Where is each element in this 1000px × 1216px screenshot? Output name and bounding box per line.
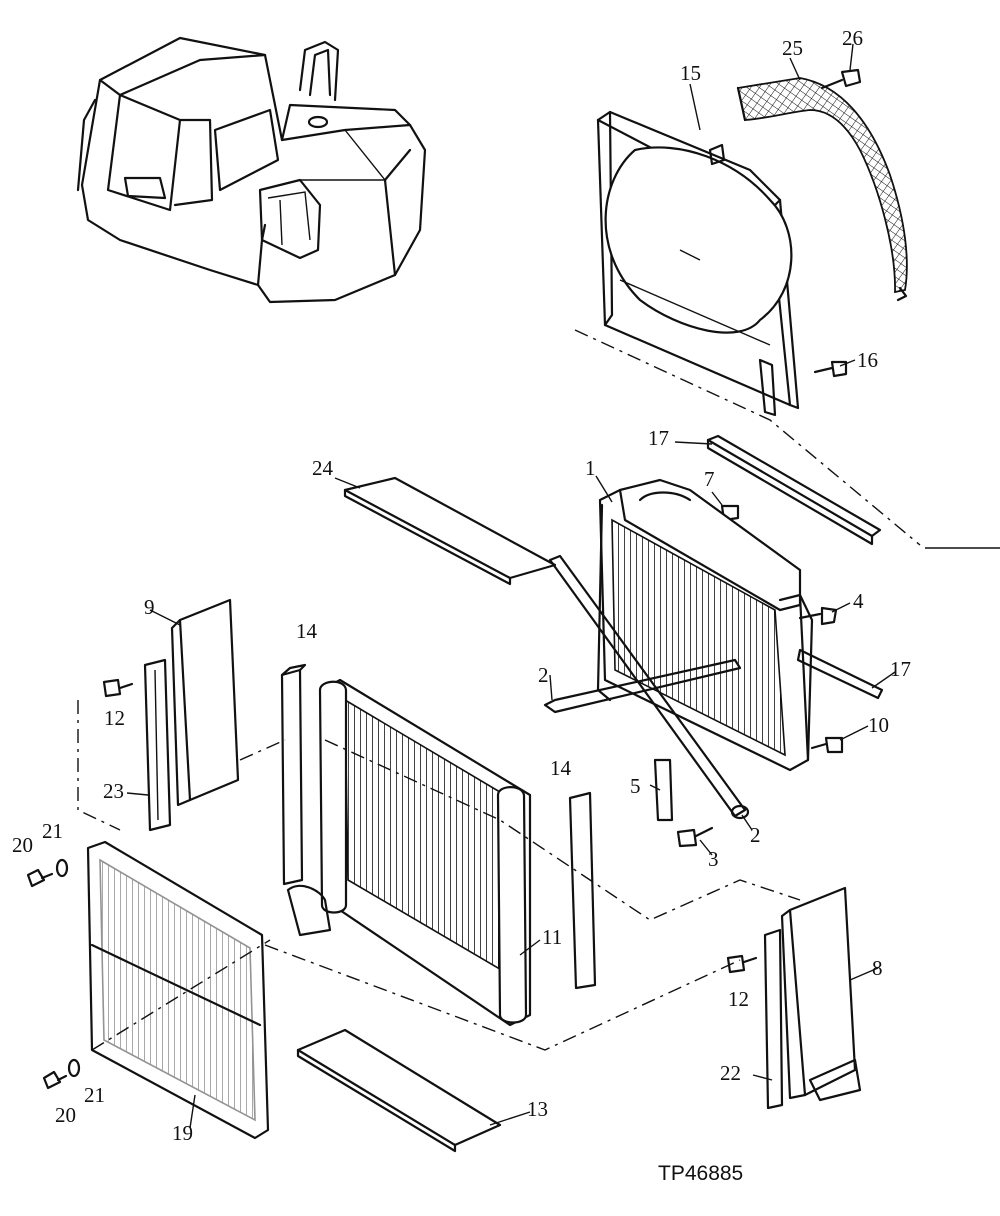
small-hardware-drawing: [26, 678, 758, 1090]
callout-7: 7: [704, 467, 715, 491]
callout-26: 26: [842, 26, 863, 50]
seal-plate-24-drawing: [343, 476, 557, 586]
callout-labels: 1 2 2 3 4 5 7 8 9 10 11 12 12 13 14 14 1…: [12, 26, 911, 1145]
foam-block-right-drawing: [568, 791, 597, 990]
callout-leaders: [126, 43, 1000, 1129]
callout-4: 4: [853, 589, 864, 613]
callout-2-left: 2: [538, 663, 549, 687]
callout-14-right: 14: [550, 756, 572, 780]
callout-12-right: 12: [728, 987, 749, 1011]
callout-2-lower: 2: [750, 823, 761, 847]
oil-cooler-drawing: [286, 678, 532, 1027]
callout-20-lower: 20: [55, 1103, 76, 1127]
callout-8: 8: [872, 956, 883, 980]
callout-15: 15: [680, 61, 701, 85]
radiator-drawing: [596, 478, 814, 772]
assembly-leader-lines: [77, 700, 801, 1051]
callout-10: 10: [868, 713, 889, 737]
callout-3: 3: [708, 847, 719, 871]
callout-1: 1: [585, 456, 596, 480]
callout-5: 5: [630, 774, 641, 798]
callout-21-lower: 21: [84, 1083, 105, 1107]
screen-guard-drawing: [736, 77, 908, 302]
callout-24: 24: [312, 456, 334, 480]
callout-22: 22: [720, 1061, 741, 1085]
callout-9: 9: [144, 595, 155, 619]
callout-17-upper: 17: [648, 426, 669, 450]
front-screen-drawing: [86, 840, 270, 1140]
foam-block-left-drawing: [280, 663, 307, 886]
callout-25: 25: [782, 36, 803, 60]
callout-14-left: 14: [296, 619, 318, 643]
figure-code: TP46885: [658, 1162, 743, 1185]
callout-12-left: 12: [104, 706, 125, 730]
callout-20-upper: 20: [12, 833, 33, 857]
callout-21-upper: 21: [42, 819, 63, 843]
bolts-drawing: [676, 68, 862, 848]
callout-17-lower: 17: [890, 657, 911, 681]
callout-11: 11: [542, 925, 562, 949]
right-bracket-drawing: [763, 886, 862, 1110]
hose-drawing: [653, 758, 674, 822]
stay-rods-drawing: [543, 554, 750, 820]
seal-strip-lower-drawing: [796, 648, 884, 700]
left-bracket-drawing: [143, 598, 240, 832]
excavator-cab-drawing: [76, 36, 427, 304]
seal-plate-13-drawing: [296, 1028, 502, 1153]
callout-23: 23: [103, 779, 124, 803]
callout-19: 19: [172, 1121, 193, 1145]
callout-16: 16: [857, 348, 878, 372]
callout-13: 13: [527, 1097, 548, 1121]
fan-shroud-drawing: [574, 110, 921, 546]
